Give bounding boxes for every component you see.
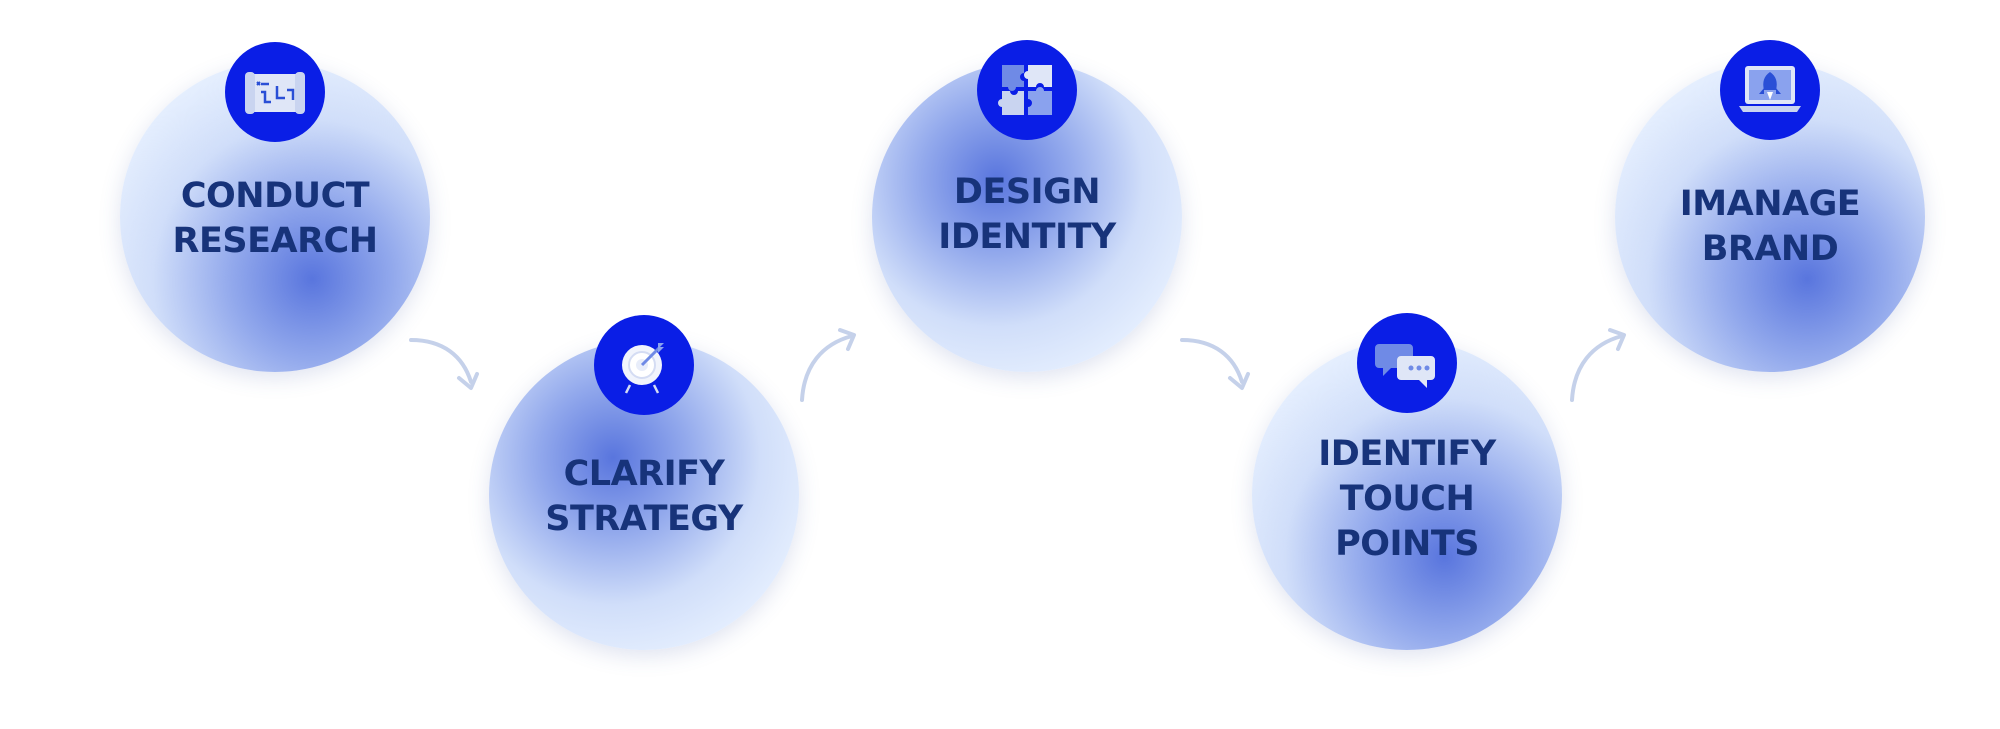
step-identify-touch-points: IDENTIFY TOUCH POINTS	[1252, 313, 1562, 650]
step-design-identity: DESIGN IDENTITY	[872, 40, 1182, 372]
arrow-4-to-5	[1570, 328, 1626, 402]
step-label: IDENTIFY TOUCH POINTS	[1318, 434, 1496, 564]
puzzle-icon	[977, 40, 1077, 140]
blueprint-icon	[225, 42, 325, 142]
step-label: DESIGN IDENTITY	[938, 172, 1116, 257]
arrow-2-to-3	[800, 328, 856, 402]
arrow-1-to-2	[409, 338, 479, 390]
step-imanage-brand: IMANAGE BRAND	[1615, 40, 1925, 372]
step-label: CLARIFY STRATEGY	[545, 454, 743, 539]
arrow-3-to-4	[1180, 338, 1250, 390]
chat-bubbles-icon	[1357, 313, 1457, 413]
rocket-laptop-icon	[1720, 40, 1820, 140]
target-icon	[594, 315, 694, 415]
step-clarify-strategy: CLARIFY STRATEGY	[489, 315, 799, 650]
step-label: IMANAGE BRAND	[1679, 184, 1861, 269]
step-label: CONDUCT RESEARCH	[172, 176, 379, 261]
step-conduct-research: CONDUCT RESEARCH	[120, 42, 430, 372]
